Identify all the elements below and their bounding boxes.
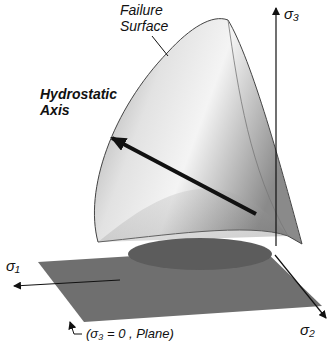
axis-symbol: σ₁ <box>6 258 36 274</box>
surface-shade <box>98 189 288 242</box>
plane-label: (σ₃ = 0 , Plane) <box>86 326 236 342</box>
hydrostatic-axis <box>112 138 256 214</box>
leader-line <box>152 36 168 56</box>
surface-label: Failure Surface <box>120 2 190 34</box>
cross-section <box>128 238 272 270</box>
axis-line <box>275 255 326 318</box>
axis-line <box>14 280 120 286</box>
axis-label: Hydrostatic Axis <box>40 86 118 118</box>
axis-line <box>275 8 276 246</box>
failure-surface <box>94 19 302 244</box>
leader-line <box>70 322 82 334</box>
axis-symbol: σ₃ <box>284 6 314 22</box>
axis-symbol: σ₂ <box>300 322 330 338</box>
